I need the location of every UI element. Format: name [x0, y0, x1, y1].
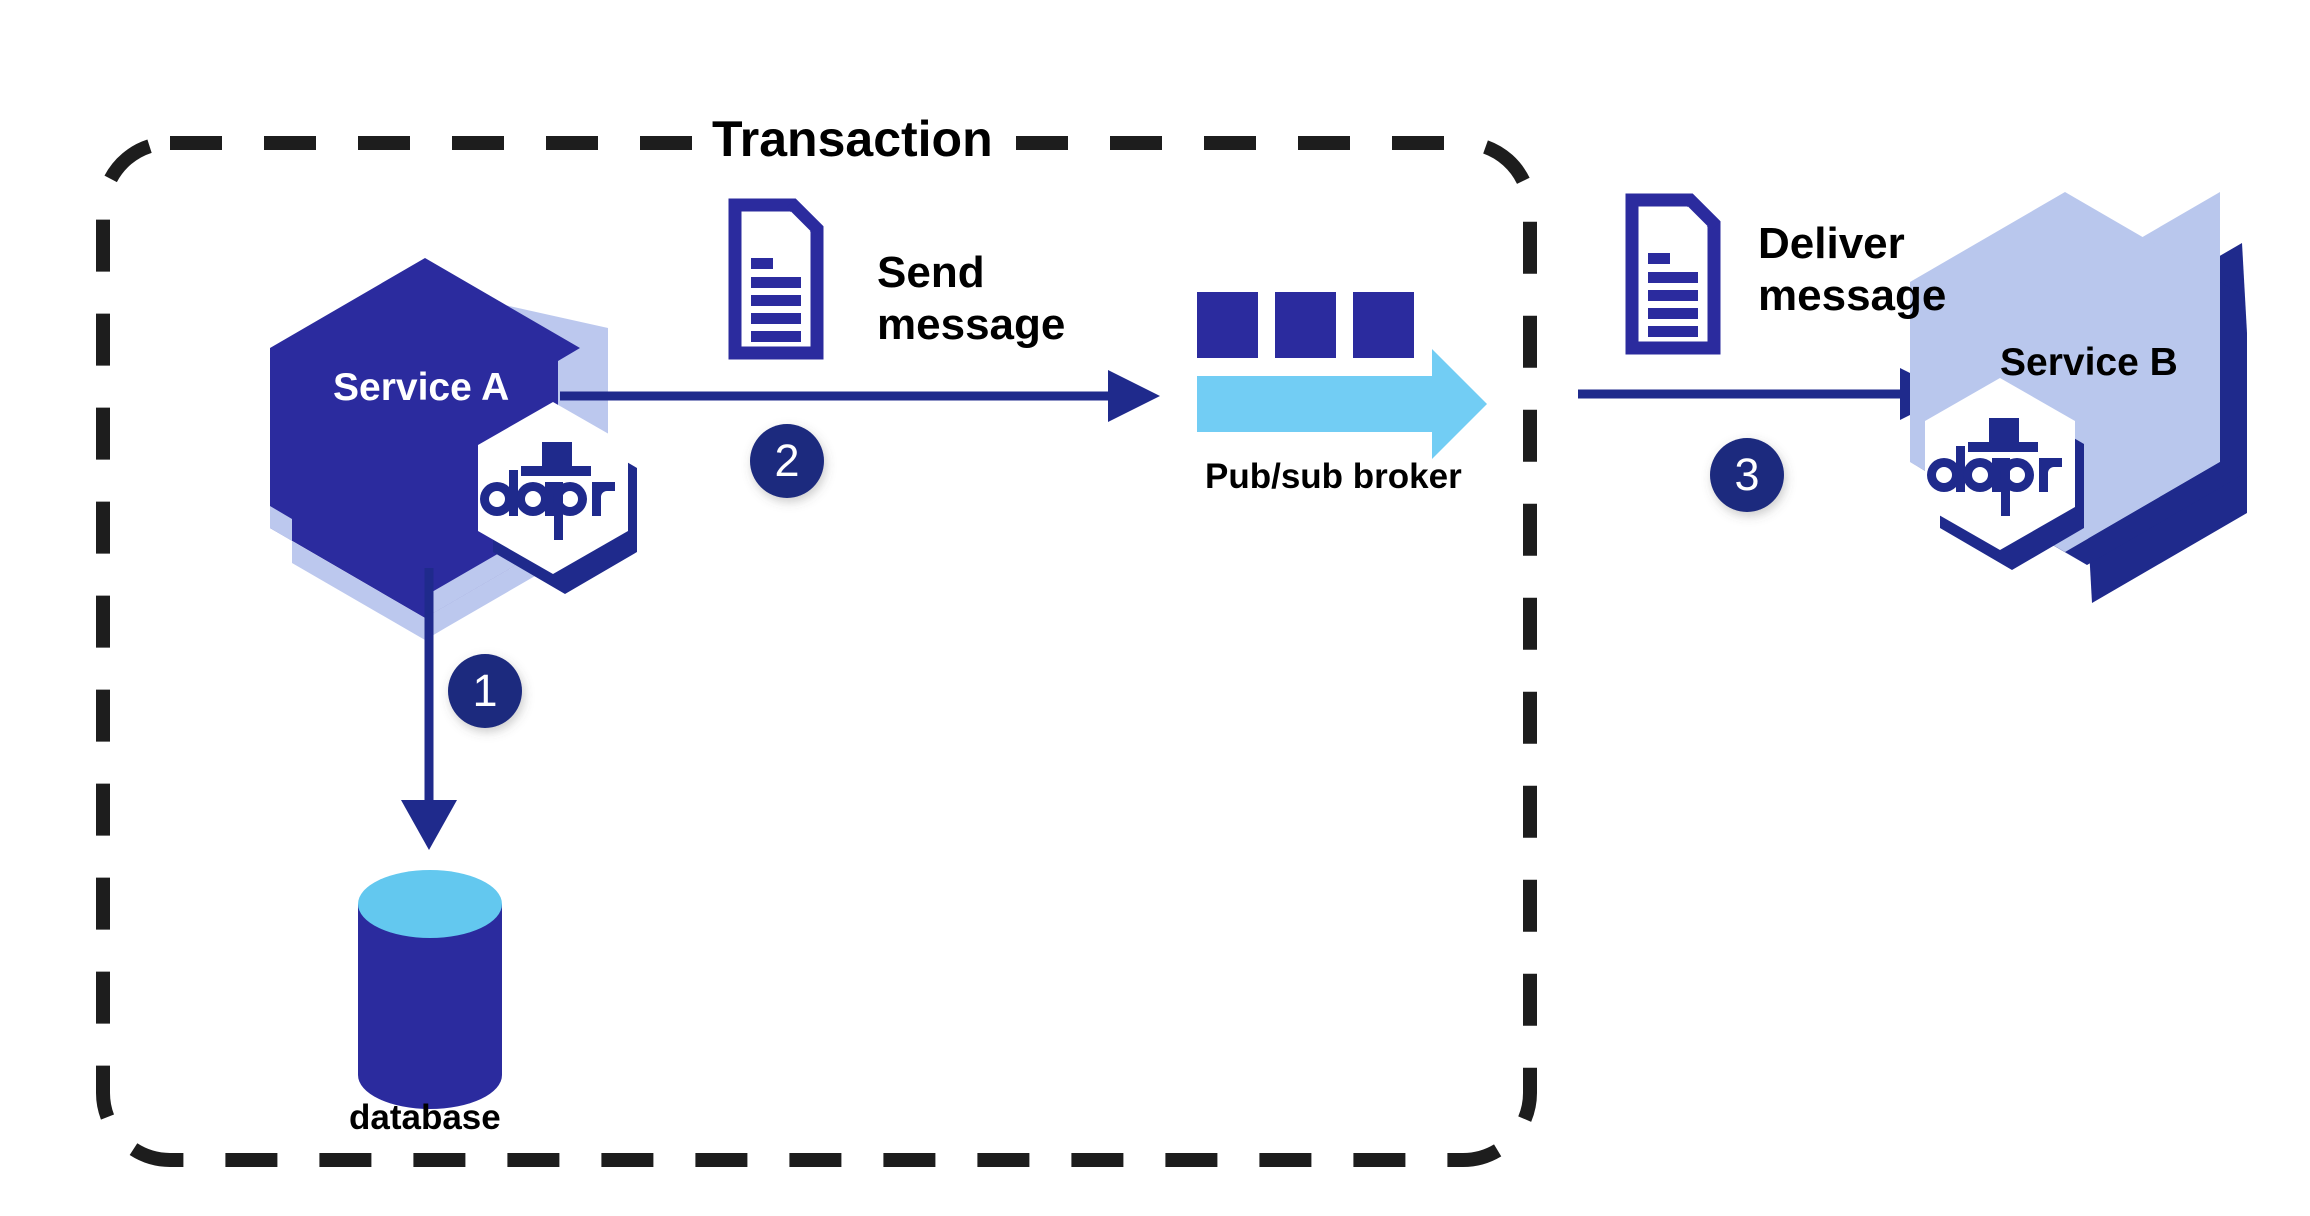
deliver-message-line1: Deliver: [1758, 219, 1905, 268]
service-b-label: Service B: [2000, 341, 2178, 384]
database-body: [358, 904, 502, 1109]
step-number-3: 3: [1734, 449, 1760, 500]
edge-deliver-message: [1578, 368, 1952, 420]
pubsub-broker-label: Pub/sub broker: [1205, 457, 1462, 496]
step-circle-1: [448, 654, 522, 728]
step-circle-2: [750, 424, 824, 498]
edge-send-message: [560, 370, 1160, 422]
dapr-sidecar-service-a[interactable]: [478, 402, 637, 594]
edge-write-database: [401, 568, 457, 850]
dapr-sidecar-service-b[interactable]: [1925, 378, 2084, 570]
transaction-boundary: [96, 118, 1537, 1167]
broker-arrow: [1197, 349, 1487, 459]
broker-block-2: [1275, 292, 1336, 358]
send-message-line2: message: [877, 299, 1066, 349]
service-a-hexagon-shadow-left: [270, 506, 292, 541]
broker-block-3: [1353, 292, 1414, 358]
dapr-logo-a: [480, 442, 615, 540]
deliver-message-line2: message: [1758, 270, 1947, 320]
step-circle-3: [1710, 438, 1784, 512]
send-message-line1: Send: [877, 248, 985, 297]
broker-block-1: [1197, 292, 1258, 358]
database-label: database: [349, 1098, 501, 1137]
service-b-node[interactable]: [1910, 192, 2247, 603]
database-top: [358, 870, 502, 938]
step-number-1: 1: [472, 665, 498, 716]
pubsub-broker-node[interactable]: [1197, 292, 1487, 459]
service-b-shadow-right: [2065, 282, 2242, 565]
service-a-shadow-bottom: [292, 541, 425, 640]
boundary-title: Transaction: [712, 111, 993, 167]
step-number-2: 2: [774, 435, 800, 486]
service-a-label: Service A: [333, 366, 510, 409]
document-icon-send: [728, 198, 824, 360]
database-node[interactable]: [358, 870, 502, 1109]
document-icon-deliver: [1625, 193, 1721, 355]
dapr-logo-b: [1927, 418, 2062, 516]
